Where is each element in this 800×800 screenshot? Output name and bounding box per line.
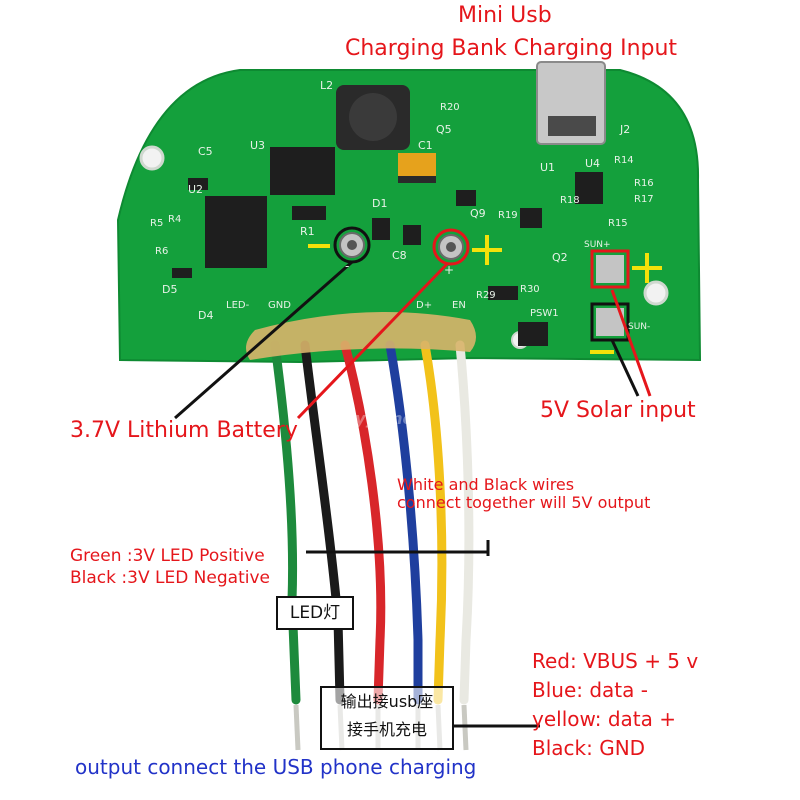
watermark: haoyyy.net [322, 409, 421, 428]
yellow-data-line: yellow: data + [532, 707, 677, 731]
silk-dplus: D+ [416, 300, 433, 311]
silk-gnd-pad: GND [268, 300, 291, 311]
silk-r19: R19 [498, 210, 518, 221]
led-note: Green :3V LED Positive Black :3V LED Neg… [70, 546, 270, 588]
wire-black-1 [300, 340, 345, 705]
silk-c5: C5 [198, 145, 213, 158]
silk-d1: D1 [372, 197, 388, 210]
silk-r29: R29 [476, 290, 496, 301]
silk-c1: C1 [418, 139, 433, 152]
silk-en: EN [452, 300, 466, 311]
silk-r30: R30 [520, 284, 540, 295]
white-black-line-1: White and Black wires [397, 475, 575, 494]
white-black-note: White and Black wires connect together w… [397, 475, 651, 513]
usb-output-box: 输出接usb座 接手机充电 [320, 686, 454, 750]
silk-r14: R14 [614, 155, 634, 166]
silk-d5: D5 [162, 283, 178, 296]
silk-q5: Q5 [436, 123, 452, 136]
silk-r16: R16 [634, 178, 654, 189]
silk-r15: R15 [608, 218, 628, 229]
solar-line-red [610, 289, 652, 397]
mini-usb-label: Mini Usb [458, 3, 552, 28]
battery-line-black [174, 260, 353, 420]
silk-r18: R18 [560, 195, 580, 206]
ic-u2 [205, 196, 267, 268]
silk-r6: R6 [155, 246, 169, 257]
solar-line-black [610, 339, 640, 397]
blue-data-line: Blue: data - [532, 678, 648, 702]
wire-green [270, 340, 301, 705]
silk-minus: - [345, 259, 350, 273]
silk-d4: D4 [198, 309, 214, 322]
ic-u4 [575, 172, 603, 204]
wire-blue [385, 340, 423, 705]
silk-c8: C8 [392, 249, 407, 262]
silk-q2: Q2 [552, 251, 568, 264]
silk-psw1: PSW1 [530, 308, 559, 319]
silk-q9: Q9 [470, 207, 486, 220]
solar-positive-box [590, 249, 630, 289]
yellow-plus-solar [632, 253, 662, 283]
battery-line-red [296, 261, 450, 420]
battery-positive-ring [432, 228, 470, 266]
usb-box-line-1: 输出接usb座 [340, 692, 434, 711]
silk-r20: R20 [440, 102, 460, 113]
wire-white [455, 340, 474, 705]
output-caption: output connect the USB phone charging [75, 755, 477, 779]
wire-yellow [420, 340, 447, 705]
silk-u3: U3 [250, 139, 266, 152]
wire-red [340, 340, 386, 705]
silk-sun-plus: SUN+ [584, 240, 611, 250]
silk-j2: J2 [620, 123, 631, 136]
silk-plus: + [444, 263, 455, 277]
solar-label: 5V Solar input [540, 398, 696, 423]
glue-blob [246, 312, 476, 360]
charging-input-label: Charging Bank Charging Input [345, 36, 678, 61]
silk-r1: R1 [300, 225, 315, 238]
silk-l2: L2 [320, 79, 334, 92]
led-box: LED灯 [276, 596, 354, 630]
white-black-line-2: connect together will 5V output [397, 493, 651, 513]
silk-led-pad: LED- [226, 300, 250, 311]
wire-bundle [270, 340, 474, 705]
silk-u4: U4 [585, 157, 601, 170]
black-led-line: Black :3V LED Negative [70, 567, 270, 588]
silk-sun-minus: SUN- [628, 322, 651, 332]
mount-hole-left [139, 145, 165, 171]
silk-r17: R17 [634, 194, 654, 205]
mount-hole-right [643, 280, 669, 306]
silk-r5: R5 [150, 218, 164, 229]
battery-label: 3.7V Lithium Battery [70, 418, 298, 443]
red-vbus-line: Red: VBUS + 5 v [532, 649, 699, 673]
usb-box-line-2: 接手机充电 [346, 720, 427, 739]
yellow-plus-battery [472, 235, 502, 265]
silk-u1: U1 [540, 161, 556, 174]
solar-positive-pad [596, 255, 624, 283]
green-led-line: Green :3V LED Positive [70, 546, 265, 566]
silk-r4: R4 [168, 214, 182, 225]
black-gnd-line: Black: GND [532, 736, 646, 760]
silk-u2: U2 [188, 183, 204, 196]
ic-u3 [270, 147, 335, 195]
usb-wire-note: Red: VBUS + 5 v Blue: data - yellow: dat… [532, 647, 698, 763]
solar-negative-box [590, 302, 630, 342]
